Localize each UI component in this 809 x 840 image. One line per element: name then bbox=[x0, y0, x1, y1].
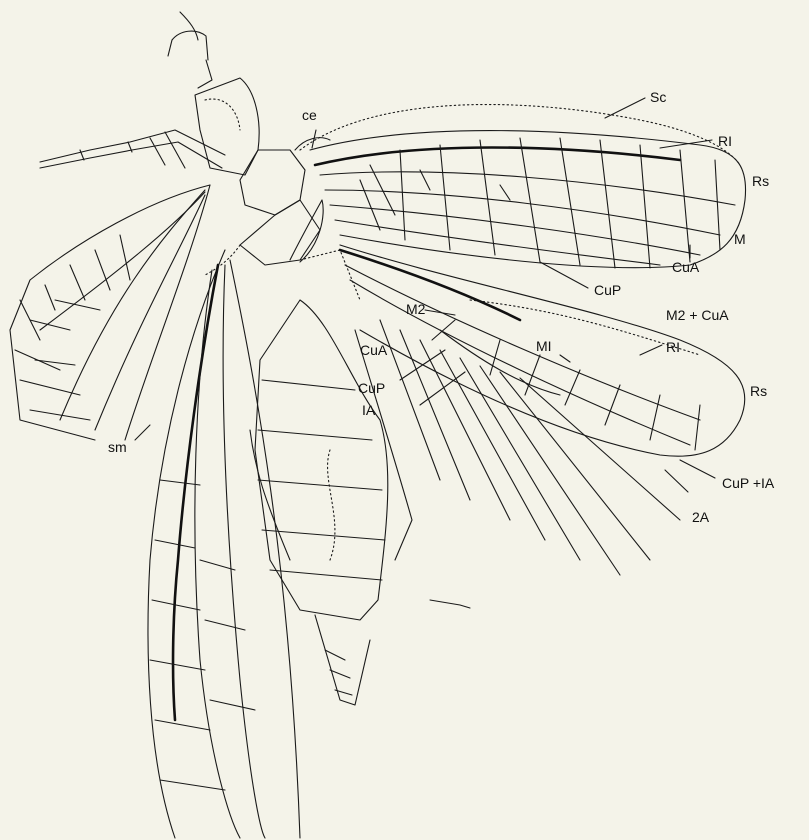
label-cua-hind: CuA bbox=[360, 342, 388, 358]
label-rs-hind: Rs bbox=[750, 383, 767, 399]
label-rs-fore: Rs bbox=[752, 173, 769, 189]
label-m2-cua: M2 + CuA bbox=[666, 307, 729, 323]
label-2a: 2A bbox=[692, 509, 710, 525]
label-r1-hind: RI bbox=[666, 339, 680, 355]
left-hindwing bbox=[10, 185, 210, 440]
antenna bbox=[168, 12, 212, 88]
label-1a: IA bbox=[362, 402, 376, 418]
foreleg bbox=[40, 130, 225, 168]
abdomen bbox=[250, 300, 412, 705]
vein-labels: ce Sc RI Rs M CuA CuP M2 M2 + CuA MI RI … bbox=[108, 89, 775, 525]
label-m2: M2 bbox=[406, 301, 426, 317]
label-sc: Sc bbox=[650, 89, 666, 105]
label-cua-fore: CuA bbox=[672, 259, 700, 275]
head-thorax bbox=[195, 78, 360, 300]
label-cup-1a: CuP +IA bbox=[722, 475, 775, 491]
label-m1: MI bbox=[536, 338, 552, 354]
right-forewing bbox=[300, 105, 746, 268]
label-cup-fore: CuP bbox=[594, 282, 621, 298]
label-ce: ce bbox=[302, 107, 317, 123]
label-cup-hind: CuP bbox=[358, 380, 385, 396]
left-forewing bbox=[148, 250, 300, 838]
label-leaders bbox=[135, 98, 715, 492]
label-sm: sm bbox=[108, 439, 127, 455]
label-m: M bbox=[734, 231, 746, 247]
label-r1-fore: RI bbox=[718, 133, 732, 149]
